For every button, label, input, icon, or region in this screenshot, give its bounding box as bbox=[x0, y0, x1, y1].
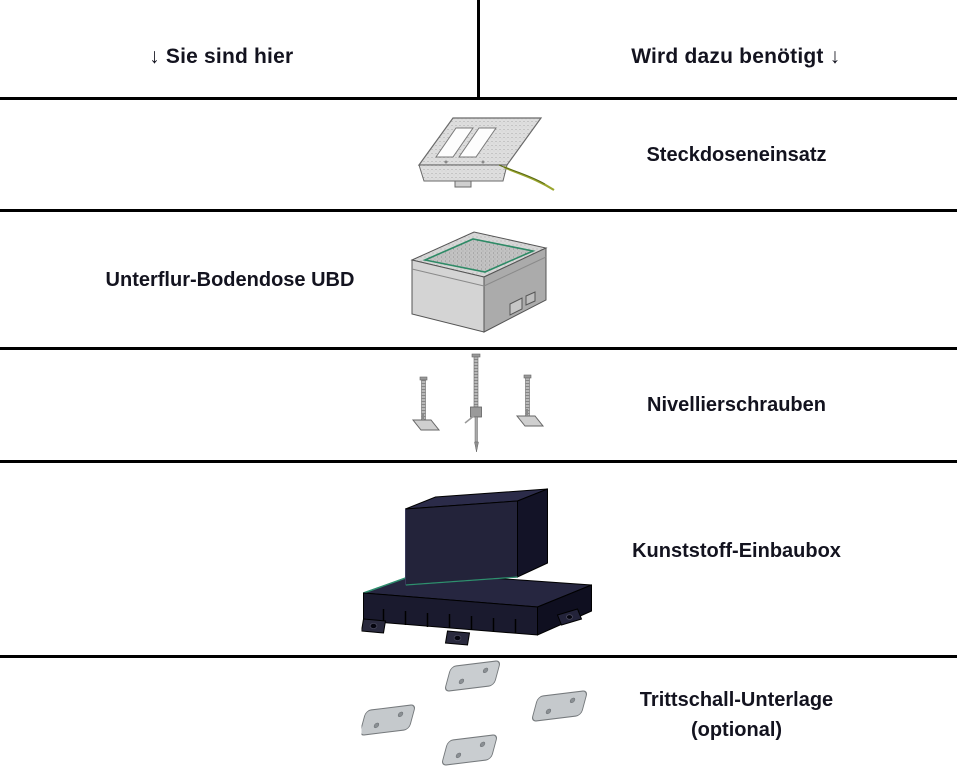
underfloor-box-drawing bbox=[409, 231, 548, 333]
item-label-trittschall-unterlage: Trittschall-Unterlage (optional) bbox=[639, 689, 834, 741]
header-left-label: ↓ Sie sind hier bbox=[149, 44, 294, 68]
header-left-cell: ↓ Sie sind hier bbox=[0, 0, 477, 97]
item-label-kunststoff-einbaubox: Kunststoff-Einbaubox bbox=[632, 540, 841, 563]
leveling-screws-image bbox=[399, 353, 559, 455]
plastic-box-image bbox=[360, 473, 596, 651]
impact-sound-pads-image bbox=[359, 660, 596, 768]
header-right-label: Wird dazu benötigt ↓ bbox=[631, 44, 841, 68]
socket-insert-image bbox=[399, 108, 559, 203]
row-nivellierschrauben: Nivellierschrauben bbox=[0, 350, 957, 463]
item-label-nivellierschrauben: Nivellierschrauben bbox=[647, 394, 826, 416]
underfloor-box-image bbox=[404, 224, 554, 336]
header-divider bbox=[477, 0, 480, 97]
row-kunststoff-einbaubox: Kunststoff-Einbaubox bbox=[0, 463, 957, 658]
leveling-screws-drawing bbox=[411, 353, 544, 453]
header-right-cell: Wird dazu benötigt ↓ bbox=[477, 0, 957, 97]
item-label-unterflur-bodendose: Unterflur-Bodendose UBD bbox=[105, 268, 355, 291]
row-trittschall-unterlage: Trittschall-Unterlage (optional) bbox=[0, 658, 957, 772]
plastic-box-drawing bbox=[360, 488, 592, 646]
socket-insert-drawing bbox=[417, 117, 555, 191]
item-label-steckdoseneinsatz: Steckdoseneinsatz bbox=[646, 143, 827, 166]
row-unterflur-bodendose: Unterflur-Bodendose UBD bbox=[0, 212, 957, 350]
table-header: ↓ Sie sind hier Wird dazu benötigt ↓ bbox=[0, 0, 957, 100]
row-steckdoseneinsatz: Steckdoseneinsatz bbox=[0, 100, 957, 212]
impact-sound-pads-drawing bbox=[359, 660, 587, 766]
